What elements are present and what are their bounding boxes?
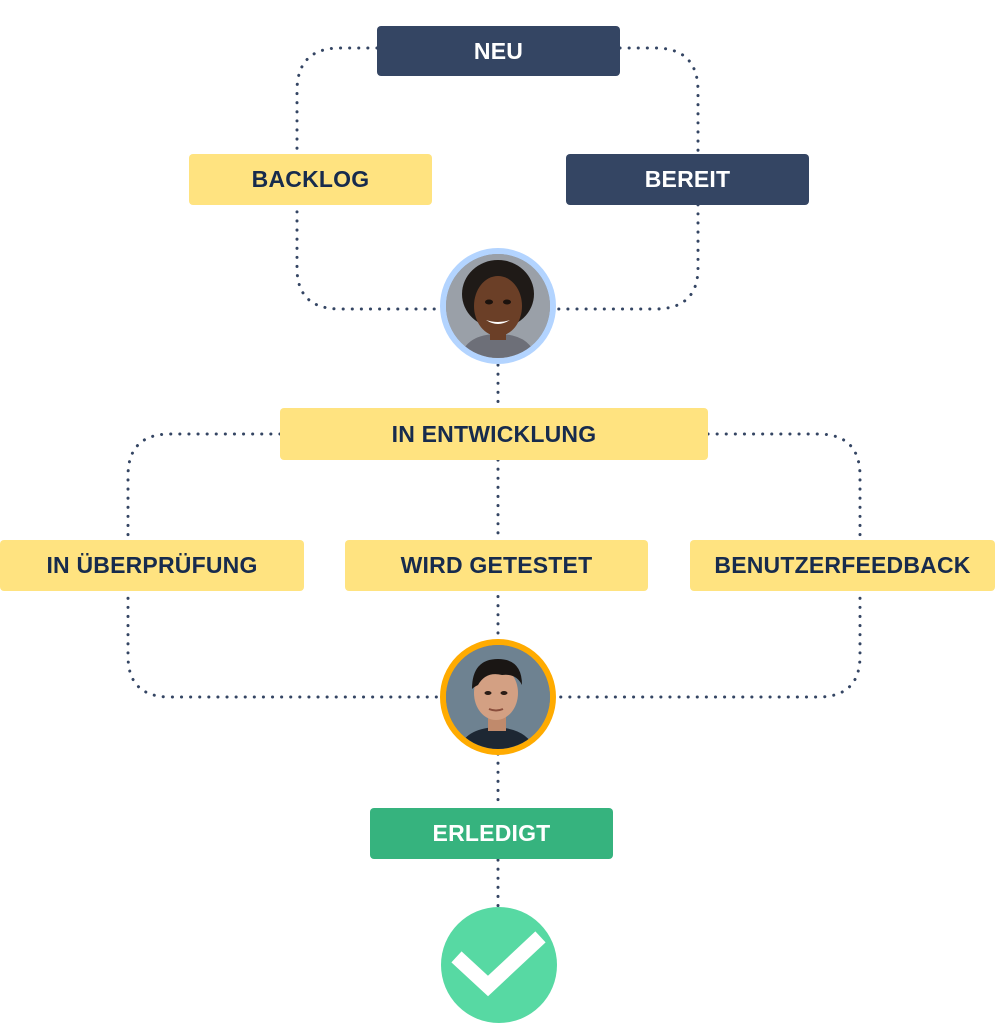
status-in-entwicklung[interactable]: IN ENTWICKLUNG <box>280 408 708 460</box>
person-avatar-icon <box>446 645 550 749</box>
status-erledigt[interactable]: ERLEDIGT <box>370 808 613 859</box>
checkmark-icon <box>441 907 557 1023</box>
avatar-bottom <box>440 639 556 755</box>
status-backlog[interactable]: BACKLOG <box>189 154 432 205</box>
status-wird-getestet[interactable]: WIRD GETESTET <box>345 540 648 591</box>
connector-neu-backlog <box>295 46 442 311</box>
avatar-top <box>440 248 556 364</box>
connector-neu-bereit <box>554 46 700 311</box>
connector-entwicklung-left <box>126 432 442 699</box>
status-benutzerfeedback[interactable]: BENUTZERFEEDBACK <box>690 540 995 591</box>
status-bereit[interactable]: BEREIT <box>566 154 809 205</box>
connector-entwicklung-right <box>554 432 862 699</box>
status-in-ueberpruefung[interactable]: IN ÜBERPRÜFUNG <box>0 540 304 591</box>
person-avatar-icon <box>446 254 550 358</box>
status-neu[interactable]: NEU <box>377 26 620 76</box>
